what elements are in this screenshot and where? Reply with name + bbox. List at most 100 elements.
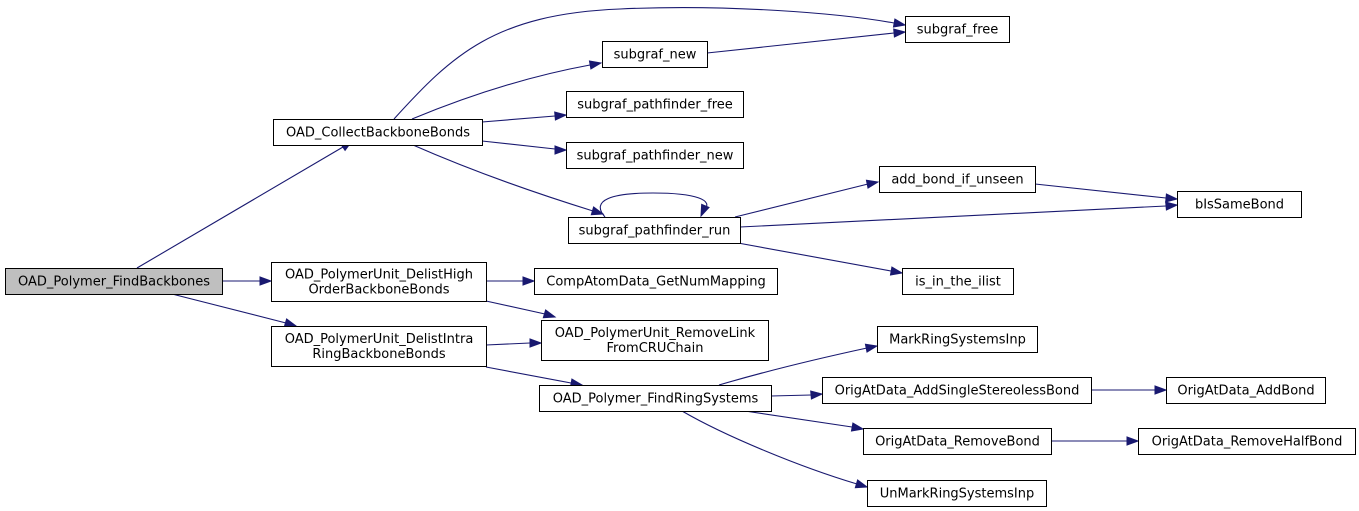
- node-add-bond[interactable]: add_bond_if_unseen: [879, 166, 1036, 193]
- node-find-ring[interactable]: OAD_Polymer_FindRingSystems: [539, 385, 772, 412]
- edge-line: [770, 394, 812, 397]
- node-unmark-ring[interactable]: UnMarkRingSystemsInp: [867, 480, 1047, 507]
- edge-arrowhead: [529, 338, 543, 348]
- node-label: subgraf_pathfinder_run: [579, 224, 731, 239]
- node-box[interactable]: [877, 326, 1038, 353]
- edge-arrowhead: [889, 266, 904, 276]
- node-remove-bond[interactable]: OrigAtData_RemoveBond: [863, 428, 1052, 455]
- node-label: OrigAtData_RemoveHalfBond: [1152, 435, 1343, 450]
- node-delist-high[interactable]: OAD_PolymerUnit_DelistHighOrderBackboneB…: [271, 262, 487, 302]
- node-mark-ring[interactable]: MarkRingSystemsInp: [877, 326, 1038, 353]
- node-label: bIsSameBond: [1195, 198, 1284, 213]
- edge-find_ring-to-unmark_ring: [681, 410, 869, 489]
- edge-arrowhead: [259, 276, 273, 286]
- node-subgraf-free[interactable]: subgraf_free: [905, 16, 1010, 43]
- node-label: OAD_PolymerUnit_RemoveLink: [555, 326, 756, 341]
- node-label: OrigAtData_AddSingleStereolessBond: [835, 384, 1080, 399]
- node-box[interactable]: [271, 262, 487, 302]
- edge-pf_run-to-pf_run: [599, 192, 710, 218]
- node-collect[interactable]: OAD_CollectBackboneBonds: [273, 119, 483, 146]
- edge-arrowhead: [1126, 436, 1140, 446]
- node-box[interactable]: [1166, 377, 1326, 404]
- edge-arrowhead: [854, 479, 869, 489]
- edge-arrowhead: [864, 343, 879, 353]
- node-box[interactable]: [1138, 428, 1356, 455]
- node-box[interactable]: [602, 41, 708, 68]
- node-box[interactable]: [5, 268, 223, 295]
- edge-line: [411, 64, 591, 120]
- edge-line: [744, 410, 853, 428]
- edge-line: [737, 242, 892, 272]
- node-box[interactable]: [902, 268, 1014, 295]
- nodes: OAD_Polymer_FindBackbones OAD_CollectBack…: [5, 16, 1356, 507]
- node-add-single[interactable]: OrigAtData_AddSingleStereolessBond: [822, 377, 1092, 404]
- edge-arrowhead: [1154, 385, 1168, 395]
- node-label: subgraf_free: [917, 23, 999, 38]
- node-is-in[interactable]: is_in_the_ilist: [902, 268, 1014, 295]
- node-box[interactable]: [879, 166, 1036, 193]
- edge-line: [481, 115, 556, 123]
- edge-line: [718, 347, 868, 386]
- edge-root-to-delist_high: [222, 276, 273, 286]
- node-delist-intra[interactable]: OAD_PolymerUnit_DelistIntraRingBackboneB…: [271, 326, 487, 367]
- node-box[interactable]: [822, 377, 1092, 404]
- edge-line: [485, 342, 531, 346]
- node-box[interactable]: [863, 428, 1052, 455]
- node-add-bond-orig[interactable]: OrigAtData_AddBond: [1166, 377, 1326, 404]
- node-label: OrderBackboneBonds: [308, 283, 449, 298]
- node-comp-atom[interactable]: CompAtomData_GetNumMapping: [534, 268, 778, 295]
- node-label: OAD_CollectBackboneBonds: [286, 126, 470, 141]
- edge-remove_bond-to-remove_half: [1051, 436, 1140, 446]
- edge-arrowhead: [522, 276, 536, 286]
- node-box[interactable]: [271, 326, 487, 367]
- node-box[interactable]: [568, 217, 741, 244]
- edge-arrowhead: [588, 60, 603, 70]
- edge-find_ring-to-mark_ring: [718, 343, 879, 386]
- node-label: OrigAtData_AddBond: [1177, 384, 1314, 399]
- node-box[interactable]: [273, 119, 483, 146]
- edge-find_ring-to-remove_bond: [744, 410, 865, 432]
- edge-pf_run-to-add_bond: [734, 179, 880, 218]
- node-box[interactable]: [534, 268, 778, 295]
- edge-arrowhead: [892, 18, 907, 28]
- edge-line: [481, 140, 556, 150]
- node-label: OrigAtData_RemoveBond: [875, 435, 1040, 450]
- edge-delist_high-to-remove_link: [485, 300, 557, 319]
- edge-root-to-collect: [136, 140, 354, 269]
- node-label: add_bond_if_unseen: [891, 173, 1023, 188]
- node-label: CompAtomData_GetNumMapping: [546, 275, 765, 290]
- node-remove-half[interactable]: OrigAtData_RemoveHalfBond: [1138, 428, 1356, 455]
- node-box[interactable]: [867, 480, 1047, 507]
- edge-line: [412, 144, 594, 212]
- edge-add_single-to-add_bond_orig: [1091, 385, 1168, 395]
- node-label: UnMarkRingSystemsInp: [880, 487, 1035, 502]
- edge-arrowhead: [283, 318, 298, 328]
- edge-delist_intra-to-find_ring: [485, 366, 584, 388]
- edge-subgraf_new-to-subgraf_free: [706, 28, 907, 54]
- node-root[interactable]: OAD_Polymer_FindBackbones: [5, 268, 223, 295]
- edge-arrowhead: [542, 309, 557, 319]
- node-box[interactable]: [541, 320, 769, 361]
- edge-line: [136, 146, 344, 269]
- edge-arrowhead: [590, 206, 605, 216]
- node-box[interactable]: [905, 16, 1010, 43]
- edge-line: [171, 293, 287, 324]
- edge-collect-to-subgraf_free: [393, 7, 907, 120]
- node-is-same[interactable]: bIsSameBond: [1177, 191, 1302, 218]
- node-label: FromCRUChain: [607, 341, 704, 356]
- edge-arrowhead: [554, 111, 568, 121]
- edge-arrowhead: [1165, 201, 1179, 211]
- edge-collect-to-pf_new: [481, 140, 568, 155]
- edge-line: [393, 7, 895, 120]
- node-box[interactable]: [1177, 191, 1302, 218]
- node-box[interactable]: [566, 142, 744, 169]
- node-subgraf-new[interactable]: subgraf_new: [602, 41, 708, 68]
- node-box[interactable]: [566, 91, 744, 118]
- node-pf-new[interactable]: subgraf_pathfinder_new: [566, 142, 744, 169]
- node-pf-run[interactable]: subgraf_pathfinder_run: [568, 217, 741, 244]
- node-pf-free[interactable]: subgraf_pathfinder_free: [566, 91, 744, 118]
- node-box[interactable]: [539, 385, 772, 412]
- edge-add_bond-to-is_same: [1034, 183, 1179, 203]
